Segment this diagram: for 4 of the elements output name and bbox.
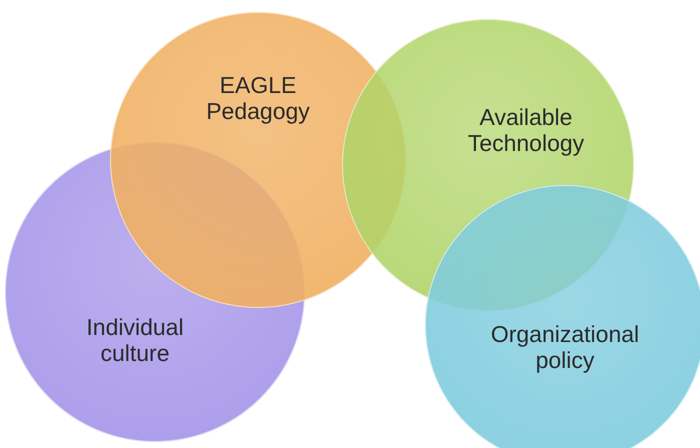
circle-label: Organizational policy bbox=[490, 321, 640, 373]
circle-label: Available Technology bbox=[466, 104, 586, 156]
circle-label: Individual culture bbox=[85, 314, 185, 366]
circle-label: EAGLE Pedagogy bbox=[205, 72, 311, 124]
